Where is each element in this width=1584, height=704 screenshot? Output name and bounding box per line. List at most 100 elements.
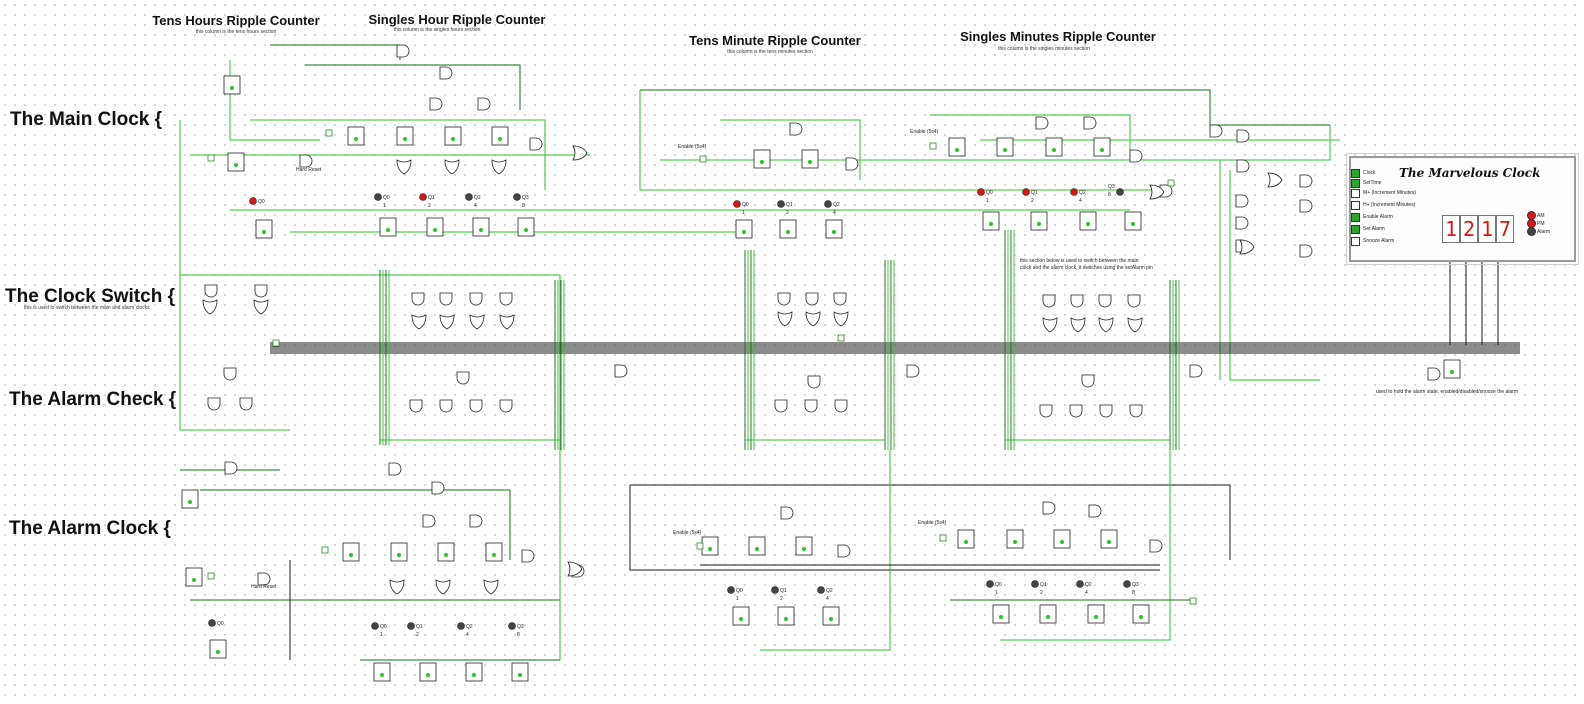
flip-flop-state <box>760 160 764 164</box>
probe-value-label: 8 <box>517 632 520 638</box>
and-gate <box>439 292 453 306</box>
probe-led <box>457 622 465 630</box>
minute-increment-pin-toggle[interactable] <box>1351 189 1360 198</box>
pin-label: Enable Alarm <box>1363 214 1393 220</box>
and-gate <box>257 572 271 586</box>
probe-q-label: Q2 <box>826 588 833 594</box>
flip-flop-state <box>380 673 384 677</box>
flip-flop-state <box>964 540 968 544</box>
probe-q-label: Q0 <box>383 195 390 201</box>
flip-flop <box>1100 529 1118 549</box>
flip-flop <box>982 211 1000 231</box>
hour-increment-pin-toggle[interactable] <box>1351 201 1360 210</box>
input-pin <box>929 142 937 150</box>
flip-flop <box>472 217 490 237</box>
probe-value-label: 2 <box>1040 590 1043 596</box>
flip-flop-state <box>444 553 448 557</box>
wire <box>270 44 401 60</box>
or-gate <box>202 299 218 315</box>
or-gate <box>1149 184 1165 200</box>
probe-led <box>733 200 741 208</box>
and-gate <box>469 292 483 306</box>
display-digit: 7 <box>1498 217 1512 241</box>
input-pin <box>939 534 947 542</box>
or-gate <box>777 311 793 327</box>
flip-flop-state <box>349 553 353 557</box>
and-gate <box>1042 501 1056 515</box>
subheading-singles-hours: this column is the singles hours section <box>393 27 481 33</box>
flip-flop-state <box>1037 222 1041 226</box>
pin-label: M+ (Increment Minutes) <box>1363 190 1416 196</box>
input-pin <box>699 155 707 163</box>
wire <box>630 484 1231 560</box>
probe-led <box>1076 580 1084 588</box>
probe-value-label: 4 <box>826 596 829 602</box>
wire <box>179 120 290 431</box>
and-gate <box>1081 374 1095 388</box>
flip-flop-state <box>426 673 430 677</box>
wire <box>930 114 1131 160</box>
flip-flop-state <box>1060 540 1064 544</box>
flip-flop <box>342 542 360 562</box>
and-gate <box>807 375 821 389</box>
flip-flop <box>223 75 241 95</box>
flip-flop <box>753 149 771 169</box>
probe-q-label: Q1 <box>1031 190 1038 196</box>
and-gate <box>774 399 788 413</box>
flip-flop-state <box>216 650 220 654</box>
heading-singles-minutes: Singles Minutes Ripple Counter <box>960 29 1156 44</box>
or-gate <box>389 579 405 595</box>
and-gate <box>1299 199 1313 213</box>
settime-pin-toggle[interactable] <box>1351 179 1360 188</box>
and-gate <box>1039 404 1053 418</box>
input-pin <box>207 572 215 580</box>
flip-flop-state <box>999 615 1003 619</box>
flip-flop <box>992 604 1010 624</box>
enable-alarm-pin-toggle[interactable] <box>1351 213 1360 222</box>
section-alarm-check: The Alarm Check { <box>9 389 177 410</box>
probe-led <box>208 619 216 627</box>
seven-segment-display-tens-minutes: 1 <box>1478 215 1496 243</box>
or-gate <box>1098 317 1114 333</box>
or-gate <box>439 314 455 330</box>
wire <box>720 119 861 180</box>
and-gate <box>834 399 848 413</box>
flip-flop <box>181 489 199 509</box>
probe-value-label: 1 <box>995 590 998 596</box>
flip-flop-state <box>1013 540 1017 544</box>
flip-flop-state <box>739 617 743 621</box>
flip-flop <box>1087 604 1105 624</box>
probe-value-label: 1 <box>380 632 383 638</box>
probe-led <box>1022 188 1030 196</box>
snooze-alarm-pin-toggle[interactable] <box>1351 237 1360 246</box>
enable-label-tens-minutes-alarm: Enable (5s4) <box>673 530 702 536</box>
and-gate <box>469 399 483 413</box>
flip-flop-state <box>1139 615 1143 619</box>
and-gate <box>1083 116 1097 130</box>
flip-flop-state <box>1052 148 1056 152</box>
alarm-indicator-label: Alarm <box>1537 229 1551 235</box>
input-pin <box>1189 597 1197 605</box>
flip-flop-state <box>492 553 496 557</box>
and-gate <box>469 514 483 528</box>
flip-flop-state <box>708 547 712 551</box>
switch-note-line-1: this section below is used to switch bet… <box>1020 258 1139 264</box>
set-alarm-pin-toggle[interactable] <box>1351 225 1360 234</box>
flip-flop-state <box>742 230 746 234</box>
flip-flop-state <box>832 230 836 234</box>
probe-q-label: Q2 <box>474 195 481 201</box>
and-gate <box>1098 294 1112 308</box>
flip-flop-state <box>354 137 358 141</box>
flip-flop-state <box>1450 370 1454 374</box>
display-digit: 1 <box>1444 217 1458 241</box>
flip-flop-state <box>188 500 192 504</box>
and-gate <box>1235 194 1249 208</box>
flip-flop <box>1124 211 1142 231</box>
flip-flop <box>396 126 414 146</box>
probe-value-label: 4 <box>474 203 477 209</box>
flip-flop <box>1006 529 1024 549</box>
flip-flop-state <box>989 222 993 226</box>
probe-led <box>727 586 735 594</box>
clock-pin-toggle[interactable] <box>1351 169 1360 178</box>
input-pin <box>325 129 333 137</box>
